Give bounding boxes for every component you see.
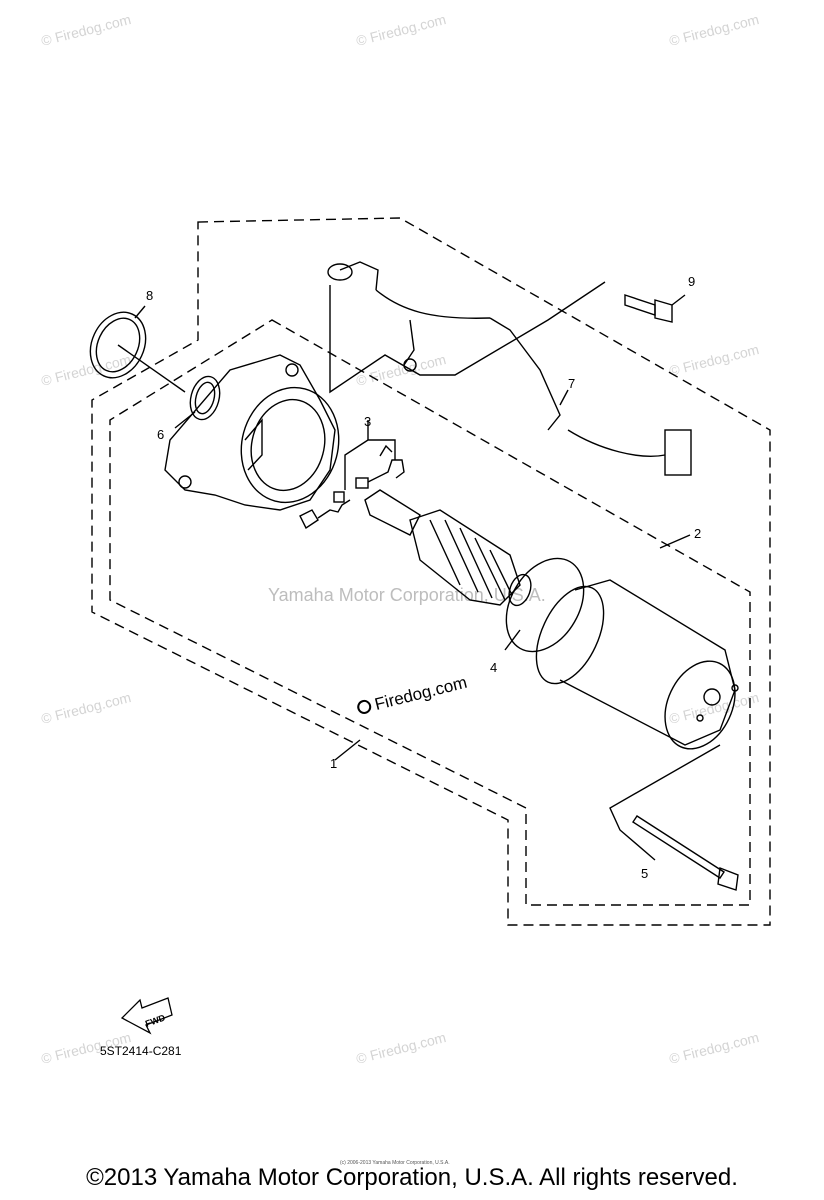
- callout-1: 1: [330, 756, 338, 771]
- callout-7: 7: [568, 376, 576, 391]
- callout-2: 2: [694, 526, 702, 541]
- armature-part: [364, 489, 532, 607]
- bolt-9-part: [624, 294, 673, 323]
- callout-9: 9: [688, 274, 696, 289]
- leader-9: [329, 281, 686, 394]
- firedog-logo-icon: [355, 698, 373, 716]
- front-cover-part: [164, 354, 340, 511]
- callout-3: 3: [364, 414, 372, 429]
- assembly-boundary-inner: [109, 319, 751, 906]
- footer-copyright: ©2013 Yamaha Motor Corporation, U.S.A. A…: [86, 1164, 738, 1191]
- bolt-5-part: [632, 815, 739, 891]
- leader-5: [609, 744, 721, 861]
- brush-set-part: [299, 444, 405, 530]
- leader-8: [117, 305, 186, 393]
- lead-wire-part: [327, 261, 692, 476]
- fwd-arrow-icon: [120, 997, 173, 1035]
- leader-4: [504, 629, 521, 651]
- leader-6: [174, 411, 196, 429]
- yoke-o-ring: [505, 557, 585, 653]
- yoke-part: [535, 579, 739, 750]
- leader-2: [659, 534, 691, 549]
- tiny-copyright: (c) 2006-2013 Yamaha Motor Corporation, …: [340, 1160, 450, 1166]
- callout-5: 5: [641, 866, 649, 881]
- seal-ring-part: [189, 375, 221, 421]
- leader-1: [334, 739, 361, 761]
- callout-4: 4: [490, 660, 498, 675]
- callout-6: 6: [157, 427, 165, 442]
- leader-3: [344, 420, 396, 490]
- leader-7: [559, 389, 569, 406]
- callout-8: 8: [146, 288, 154, 303]
- diagram-code: 5ST2414-C281: [100, 1044, 182, 1058]
- assembly-boundary-outer: [91, 217, 771, 926]
- o-ring-part: [89, 311, 147, 379]
